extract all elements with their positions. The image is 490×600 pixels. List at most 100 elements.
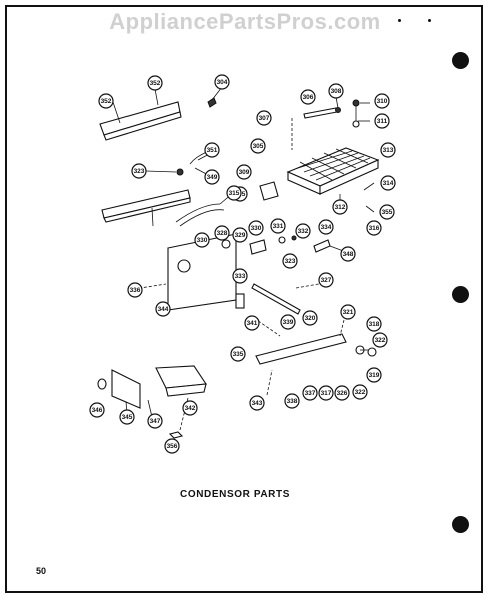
callout-330: 330 bbox=[248, 220, 264, 236]
callout-label: 331 bbox=[273, 223, 284, 230]
callout-circle bbox=[379, 204, 395, 220]
callout-circle bbox=[302, 385, 318, 401]
callout-304: 304 bbox=[214, 74, 230, 90]
speck bbox=[398, 19, 401, 22]
callout-330: 330 bbox=[194, 232, 210, 248]
bracket-348 bbox=[313, 239, 347, 253]
callout-circle bbox=[98, 93, 114, 109]
callout-circle bbox=[131, 163, 147, 179]
callout-circle bbox=[282, 253, 298, 269]
callout-label: 351 bbox=[207, 147, 218, 154]
callout-label: 304 bbox=[217, 79, 228, 86]
callout-348: 348 bbox=[340, 246, 356, 262]
callout-circle bbox=[295, 223, 311, 239]
callout-circle bbox=[270, 218, 286, 234]
callout-label: 352 bbox=[150, 80, 161, 87]
callout-342: 342 bbox=[182, 400, 198, 416]
callout-321: 321 bbox=[340, 304, 356, 320]
bracket-305 bbox=[259, 181, 279, 201]
callout-label: 329 bbox=[235, 232, 246, 239]
callout-352: 352 bbox=[147, 75, 163, 91]
callout-label: 330 bbox=[251, 225, 262, 232]
callout-label: 334 bbox=[321, 224, 332, 231]
callout-label: 307 bbox=[259, 115, 270, 122]
binder-hole-middle bbox=[452, 286, 469, 303]
callout-313: 313 bbox=[380, 142, 396, 158]
callout-circle bbox=[250, 138, 266, 154]
callout-label: 348 bbox=[343, 251, 354, 258]
callout-circle bbox=[226, 185, 242, 201]
callout-circle bbox=[340, 246, 356, 262]
callout-309: 309 bbox=[236, 164, 252, 180]
callout-circle bbox=[380, 142, 396, 158]
callout-label: 338 bbox=[287, 398, 298, 405]
callout-329: 329 bbox=[232, 227, 248, 243]
rail-338 bbox=[251, 283, 301, 315]
callout-305: 305 bbox=[250, 138, 266, 154]
callout-circle bbox=[372, 332, 388, 348]
callout-338: 338 bbox=[284, 393, 300, 409]
callout-circle bbox=[236, 164, 252, 180]
bracket-352 bbox=[99, 101, 182, 141]
callout-label: 323 bbox=[134, 168, 145, 175]
callout-323: 323 bbox=[131, 163, 147, 179]
callout-label: 316 bbox=[369, 225, 380, 232]
page-border bbox=[5, 5, 483, 593]
callout-326: 326 bbox=[334, 385, 350, 401]
callout-335: 335 bbox=[230, 346, 246, 362]
callout-circle bbox=[284, 393, 300, 409]
callout-315: 315 bbox=[226, 185, 242, 201]
callout-label: 315 bbox=[229, 190, 240, 197]
callout-circle bbox=[366, 316, 382, 332]
callout-label: 322 bbox=[355, 389, 366, 396]
callout-label: 310 bbox=[377, 98, 388, 105]
callout-circle bbox=[318, 219, 334, 235]
clip-304 bbox=[207, 97, 217, 108]
callout-328: 328 bbox=[214, 225, 230, 241]
callout-316: 316 bbox=[366, 220, 382, 236]
callout-circle bbox=[89, 402, 105, 418]
callout-circle bbox=[164, 438, 180, 454]
callout-346: 346 bbox=[89, 402, 105, 418]
callout-label: 335 bbox=[233, 351, 244, 358]
callout-label: 327 bbox=[321, 277, 332, 284]
callout-circle bbox=[256, 110, 272, 126]
panel-341 bbox=[167, 233, 245, 311]
callout-circle bbox=[230, 346, 246, 362]
tray-345 bbox=[155, 365, 207, 397]
callout-322: 322 bbox=[372, 332, 388, 348]
callout-339: 339 bbox=[280, 314, 296, 330]
callout-circle bbox=[147, 75, 163, 91]
rail-336 bbox=[101, 189, 191, 223]
callout-label: 339 bbox=[283, 319, 294, 326]
diagram-caption: CONDENSOR PARTS bbox=[180, 489, 290, 500]
callout-333: 333 bbox=[232, 268, 248, 284]
callout-circle bbox=[380, 175, 396, 191]
callout-label: 326 bbox=[337, 390, 348, 397]
callout-323: 323 bbox=[282, 253, 298, 269]
screw-310 bbox=[352, 99, 360, 128]
callout-label: 332 bbox=[298, 228, 309, 235]
callout-label: 330 bbox=[197, 237, 208, 244]
callout-310: 310 bbox=[374, 93, 390, 109]
callout-circle bbox=[352, 384, 368, 400]
tube-351 bbox=[176, 149, 211, 176]
callout-label: 355 bbox=[382, 209, 393, 216]
callout-label: 336 bbox=[130, 287, 141, 294]
callout-label: 345 bbox=[122, 414, 133, 421]
base-335 bbox=[255, 333, 377, 365]
callout-label: 317 bbox=[321, 390, 332, 397]
motor-parts-330 bbox=[221, 235, 297, 255]
callout-circle bbox=[300, 89, 316, 105]
callout-circle bbox=[366, 367, 382, 383]
callout-circle bbox=[332, 199, 348, 215]
binder-hole-top bbox=[452, 52, 469, 69]
rod-306 bbox=[303, 107, 341, 119]
callout-343: 343 bbox=[249, 395, 265, 411]
callout-label: 337 bbox=[305, 390, 316, 397]
callout-314: 314 bbox=[380, 175, 396, 191]
callout-circle bbox=[147, 413, 163, 429]
callout-circle bbox=[232, 227, 248, 243]
